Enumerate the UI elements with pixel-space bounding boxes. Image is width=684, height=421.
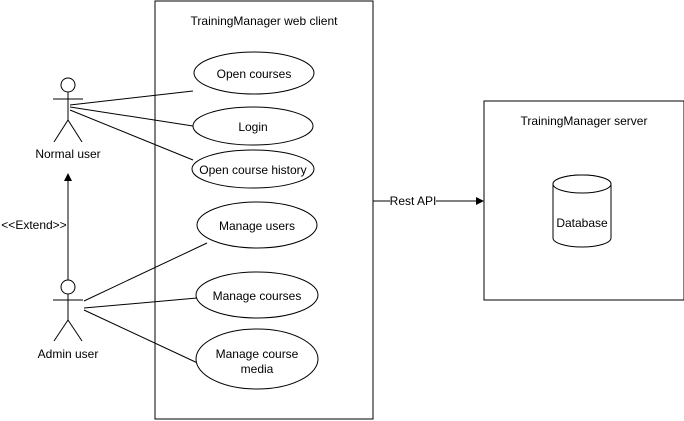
use-case-manage-courses-label: Manage courses (213, 289, 302, 303)
extend-relationship: <<Extend>> (1, 173, 72, 282)
use-case-manage-course-media-label: Manage course (216, 347, 299, 361)
admin-user-label: Admin user (38, 347, 99, 361)
use-case-login: Login (192, 106, 314, 146)
normal-user-label: Normal user (35, 147, 100, 161)
use-case-manage-course-media-line1: Manage course (216, 347, 299, 361)
use-case-open-courses-label: Open courses (217, 67, 292, 81)
use-case-open-courses: Open courses (193, 51, 315, 95)
rest-api-connector: Rest API (373, 194, 484, 208)
normal-user-actor: Normal user (35, 77, 101, 161)
database-label: Database (556, 216, 608, 230)
database-cylinder: Database (552, 174, 612, 248)
use-case-manage-users: Manage users (196, 201, 318, 249)
use-case-login-label: Login (238, 120, 267, 134)
admin-user-actor: Admin user (38, 279, 99, 361)
use-case-manage-course-media-line2: media (241, 362, 274, 376)
use-case-open-course-history-label: Open course history (199, 163, 306, 177)
web-client-boundary: TrainingManager web client (154, 0, 374, 420)
server-boundary: TrainingManager server (483, 100, 684, 301)
use-case-manage-course-media: Manage course media (195, 328, 319, 390)
use-case-open-course-history: Open course history (191, 149, 315, 189)
use-case-manage-course-media-label-2: media (241, 362, 274, 376)
normal-user-associations (69, 90, 194, 161)
use-case-manage-users-label: Manage users (219, 219, 295, 233)
web-client-title: TrainingManager web client (191, 14, 339, 28)
server-title: TrainingManager server (521, 114, 648, 128)
admin-user-associations (83, 242, 208, 367)
rest-api-label: Rest API (390, 194, 437, 208)
extend-label: <<Extend>> (1, 218, 66, 232)
use-case-manage-courses: Manage courses (195, 271, 319, 319)
